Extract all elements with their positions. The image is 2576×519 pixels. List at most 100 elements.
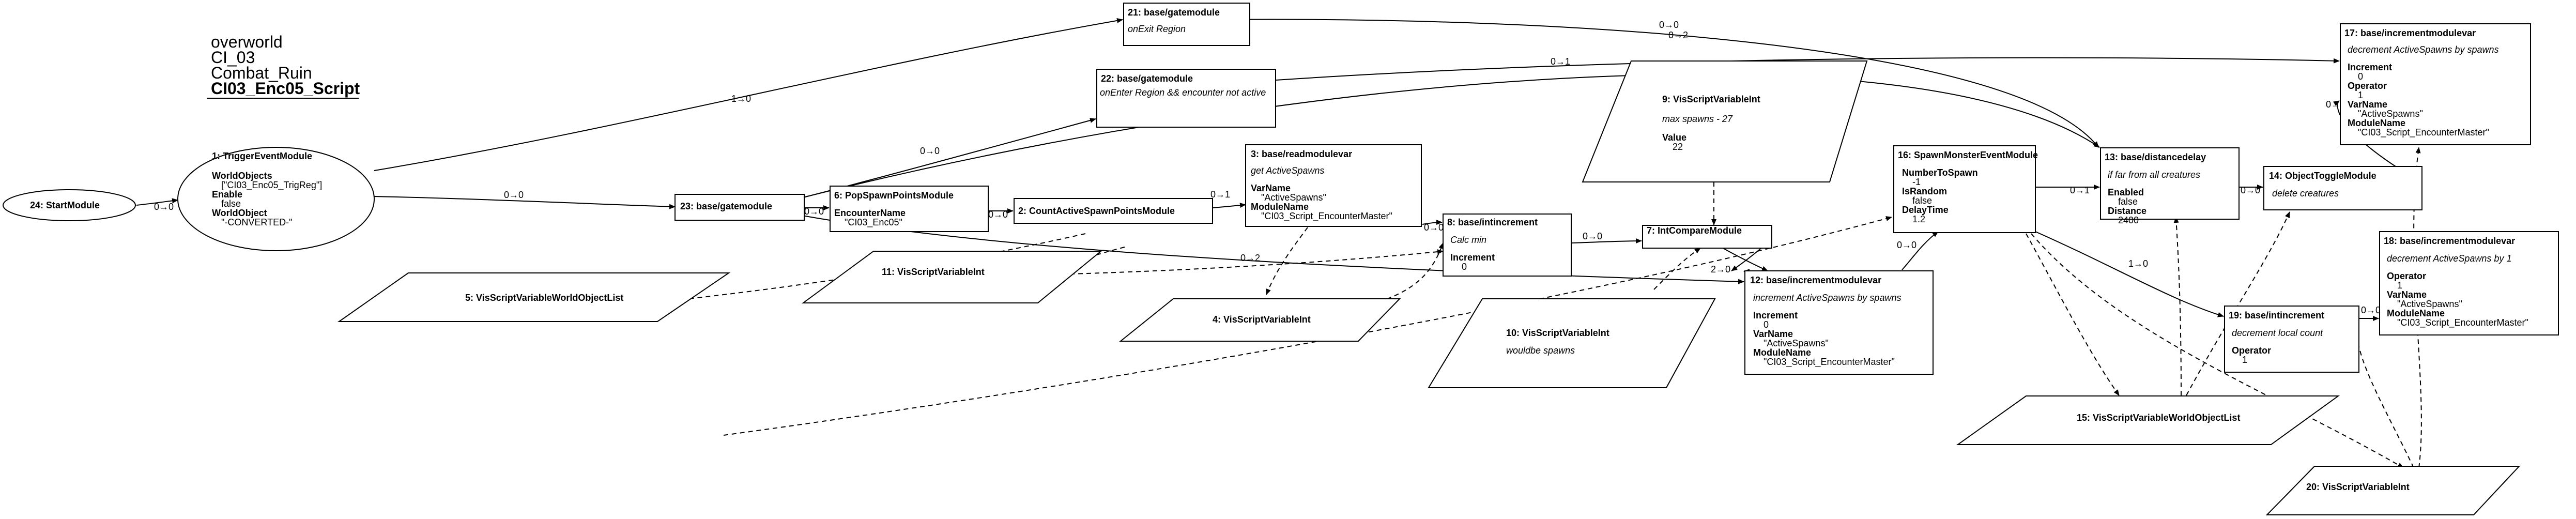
node-12-prop-name: ModuleName <box>1753 347 1811 358</box>
edge-label-16-13: 0→1 <box>2070 185 2090 195</box>
node-17-incrementmodulevar[interactable]: 17: base/incrementmodulevar decrement Ac… <box>2340 23 2531 145</box>
node-1-prop-name: Enable <box>212 189 242 200</box>
link-5-16 <box>723 216 1892 436</box>
node-3-title: 3: base/readmodulevar <box>1251 149 1352 159</box>
node-14-objecttogglemodule[interactable]: 14: ObjectToggleModule delete creatures <box>2263 166 2422 210</box>
edge-label-23-6: 0→0 <box>804 206 824 217</box>
edge-23-12-loop <box>793 213 1744 284</box>
node-10-visscriptvariableint[interactable]: 10: VisScriptVariableInt wouldbe spawns <box>1428 298 1716 388</box>
node-16-prop-value: 1.2 <box>1912 214 1925 224</box>
node-4-visscriptvariableint[interactable]: 4: VisScriptVariableInt <box>1119 298 1401 342</box>
link-15-13 <box>2173 217 2182 396</box>
node-3-subtitle: get ActiveSpawns <box>1251 165 1324 176</box>
link-20-19 <box>2354 330 2414 468</box>
node-13-prop-value: false <box>2118 196 2138 207</box>
node-16-spawnmonstereventmodule[interactable]: 16: SpawnMonsterEventModule NumberToSpaw… <box>1893 145 2038 233</box>
node-2-countactivespawnpointsmodule[interactable]: 2: CountActiveSpawnPointsModule <box>1014 198 1213 224</box>
node-18-prop-value: "ActiveSpawns" <box>2397 299 2462 309</box>
node-1-prop-name: WorldObjects <box>212 171 272 181</box>
node-22-title: 22: base/gatemodule <box>1101 73 1193 84</box>
node-15-title: 15: VisScriptVariableWorldObjectList <box>2077 413 2240 423</box>
node-19-title: 19: base/intincrement <box>2229 310 2324 320</box>
node-9-visscriptvariableint[interactable]: 9: VisScriptVariableInt max spawns - 27 … <box>1582 60 1868 182</box>
node-12-prop-value: "CI03_Script_EncounterMaster" <box>1764 357 1895 368</box>
node-10-title: 10: VisScriptVariableInt <box>1506 328 1609 338</box>
node-5-visscriptvariableworldobjectlist[interactable]: 5: VisScriptVariableWorldObjectList <box>337 272 731 322</box>
link-3-4 <box>1266 227 1308 295</box>
node-8-prop-name: Increment <box>1450 252 1495 263</box>
node-19-prop-name: Operator <box>2232 345 2271 356</box>
edges: 0→0 1→0 0→0 0→0 0→1 0→2 0→0 0→0 0→0 0→1 … <box>136 18 2422 468</box>
node-17-prop-name: Operator <box>2348 81 2387 91</box>
node-19-prop-value: 1 <box>2242 355 2247 365</box>
node-18-incrementmodulevar[interactable]: 18: base/incrementmodulevar decrement Ac… <box>2379 231 2559 335</box>
node-15-visscriptvariableworldobjectlist[interactable]: 15: VisScriptVariableWorldObjectList <box>1956 395 2340 445</box>
edge-23-22 <box>790 118 1096 201</box>
node-18-prop-name: Operator <box>2387 271 2426 281</box>
node-19-intincrement[interactable]: 19: base/intincrement decrement local co… <box>2224 306 2359 373</box>
node-18-title: 18: base/incrementmodulevar <box>2384 236 2515 246</box>
node-13-distancedelay[interactable]: 13: base/distancedelay if far from all c… <box>2100 147 2240 225</box>
node-8-title: 8: base/intincrement <box>1447 217 1538 227</box>
node-3-prop-value: "ActiveSpawns" <box>1261 192 1326 203</box>
node-18-subtitle: decrement ActiveSpawns by 1 <box>2387 253 2511 264</box>
node-22-gatemodule[interactable]: 22: base/gatemodule onEnter Region && en… <box>1096 69 1276 128</box>
node-14-title: 14: ObjectToggleModule <box>2269 171 2376 181</box>
link-16-20 <box>2031 233 2404 468</box>
node-14-subtitle: delete creatures <box>2272 188 2339 199</box>
edge-label-13-14: 0→0 <box>2241 185 2260 195</box>
node-8-intincrement[interactable]: 8: base/intincrement Calc min Increment … <box>1443 213 1572 277</box>
node-9-subtitle: max spawns - 27 <box>1662 114 1733 124</box>
edge-2-3 <box>1212 203 1246 208</box>
node-21-gatemodule[interactable]: 21: base/gatemodule onExit Region <box>1123 3 1250 46</box>
node-16-prop-value: false <box>1912 195 1932 206</box>
header-line-zone: Combat_Ruin <box>211 64 312 82</box>
edge-label-23-13: 0→2 <box>1668 30 1688 40</box>
node-1-prop-value: false <box>221 199 241 209</box>
node-20-visscriptvariableint[interactable]: 20: VisScriptVariableInt <box>2265 466 2521 515</box>
edge-label-2-3: 0→1 <box>1210 189 1230 200</box>
node-24-startmodule[interactable]: 24: StartModule <box>3 189 136 221</box>
edge-label-3-8: 0→0 <box>1424 222 1444 233</box>
node-11-visscriptvariableint[interactable]: 11: VisScriptVariableInt <box>801 251 1102 303</box>
node-3-prop-value: "CI03_Script_EncounterMaster" <box>1261 211 1392 222</box>
node-17-prop-name: Increment <box>2348 62 2392 72</box>
node-9-title: 9: VisScriptVariableInt <box>1662 94 1760 104</box>
edge-22-17 <box>1275 57 2340 81</box>
node-12-incrementmodulevar[interactable]: 12: base/incrementmodulevar increment Ac… <box>1744 270 1934 375</box>
edge-7-12b <box>1731 247 1763 271</box>
node-21-subtitle: onExit Region <box>1128 24 1186 34</box>
node-6-popspawnpointsmodule[interactable]: 6: PopSpawnPointsModule EncounterName "C… <box>830 186 989 232</box>
node-7-title: 7: IntCompareModule <box>1647 225 1742 236</box>
link-10-7 <box>1653 248 1701 290</box>
edge-21-13 <box>1217 19 2099 148</box>
node-21-title: 21: base/gatemodule <box>1128 7 1220 18</box>
node-6-title: 6: PopSpawnPointsModule <box>834 190 954 201</box>
node-3-readmodulevar[interactable]: 3: base/readmodulevar get ActiveSpawns V… <box>1245 144 1422 227</box>
node-3-prop-name: VarName <box>1251 183 1291 193</box>
link-20-17 <box>2413 147 2422 468</box>
link-16-15 <box>2026 233 2120 396</box>
node-1-triggereventmodule[interactable]: 1: TriggerEventModule WorldObjects ["CI0… <box>177 147 375 251</box>
node-16-prop-name: NumberToSpawn <box>1902 167 1978 178</box>
link-11-8 <box>1069 249 1444 274</box>
node-16-prop-value: -1 <box>1912 177 1921 187</box>
node-18-prop-name: ModuleName <box>2387 308 2445 318</box>
edge-label-7-12: 2→0 <box>1711 264 1730 274</box>
node-23-gatemodule[interactable]: 23: base/gatemodule <box>674 194 805 221</box>
node-23-title: 23: base/gatemodule <box>680 201 772 211</box>
edge-12-16 <box>1902 231 1939 270</box>
node-24-title: 24: StartModule <box>30 200 100 210</box>
node-12-prop-value: "ActiveSpawns" <box>1764 338 1829 348</box>
node-17-prop-value: "CI03_Script_EncounterMaster" <box>2358 127 2489 138</box>
node-10-subtitle: wouldbe spawns <box>1506 345 1575 356</box>
node-20-title: 20: VisScriptVariableInt <box>2306 482 2410 492</box>
edge-label-6-2: 0→0 <box>988 209 1008 220</box>
node-7-intcomparemodule[interactable]: 7: IntCompareModule <box>1642 225 1772 249</box>
node-1-prop-name: WorldObject <box>212 208 267 218</box>
edge-1-21 <box>374 18 1123 171</box>
node-1-prop-value: "-CONVERTED-" <box>221 217 292 227</box>
node-17-prop-value: 1 <box>2358 90 2363 100</box>
edge-label-21-13: 0→0 <box>1659 20 1679 30</box>
